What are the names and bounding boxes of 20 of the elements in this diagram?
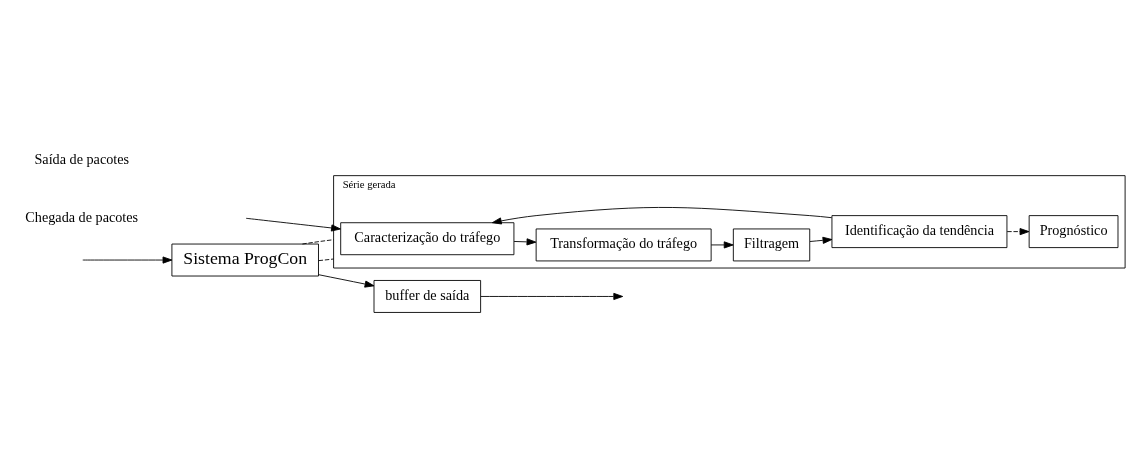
node-box: Filtragem bbox=[732, 228, 811, 262]
connector bbox=[318, 258, 335, 262]
arrow bbox=[809, 236, 833, 244]
arrow bbox=[245, 217, 341, 232]
arrow bbox=[513, 238, 537, 246]
label: Chegada de pacotes bbox=[25, 208, 139, 225]
node-box: Caracterização do tráfego bbox=[340, 222, 515, 256]
arrow bbox=[82, 256, 173, 264]
arrow bbox=[480, 292, 624, 300]
label: Saída de pacotes bbox=[34, 150, 130, 167]
connector bbox=[301, 239, 335, 245]
arrow bbox=[491, 207, 833, 225]
node-box: buffer de saída bbox=[373, 280, 482, 313]
arrow bbox=[710, 241, 734, 249]
node-box: Transformação do tráfego bbox=[535, 228, 712, 262]
arrow bbox=[1006, 228, 1030, 236]
arrow bbox=[318, 274, 375, 288]
node-box: Identificação da tendência bbox=[831, 215, 1008, 249]
node-box: Sistema ProgCon bbox=[171, 243, 319, 277]
node-box: Prognóstico bbox=[1028, 215, 1119, 249]
